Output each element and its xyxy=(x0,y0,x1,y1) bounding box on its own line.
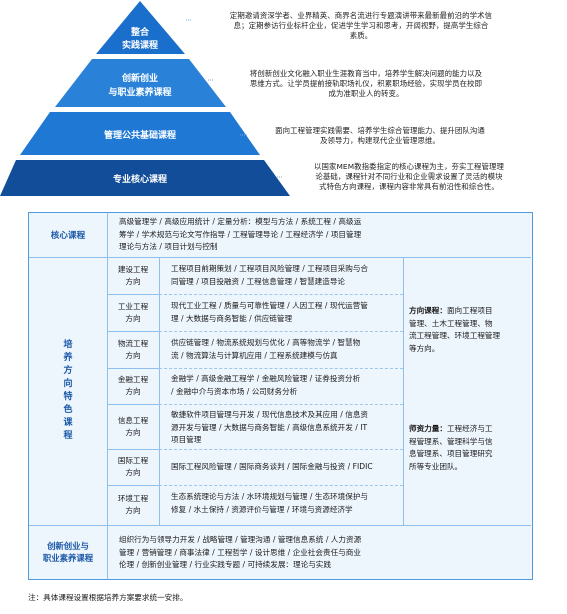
row-divider xyxy=(159,331,403,332)
direction-environmental: 环境工程方向 xyxy=(117,494,149,515)
tier-2-description: 将创新创业文化融入职业生涯教育当中，培养学生解决问题的能力以及 思维方式。让学员… xyxy=(249,69,483,98)
grid-line xyxy=(29,257,531,258)
core-courses-list: 高级管理学 / 高级应用统计 / 定量分析：模型与方法 / 系统工程 / 高级运… xyxy=(119,217,362,251)
grid-line xyxy=(107,449,159,450)
row-divider xyxy=(159,294,403,295)
direction-logistics-courses: 供应链管理 / 物流系统规划与优化 / 高等物流学 / 智慧物 流 / 物流算法… xyxy=(171,338,361,360)
tier-1-label-line-2: 实践课程 xyxy=(122,39,158,51)
direction-environmental-courses: 生态系统理论与方法 / 水环境规划与管理 / 生态环境保护与 修复 / 水土保持… xyxy=(171,492,369,514)
grid-line xyxy=(107,213,108,579)
row-divider xyxy=(159,449,403,450)
direction-information: 信息工程方向 xyxy=(117,415,149,437)
faculty-note: 师资力量：工程经济与工 程管理系、管理科学与信 息管理系、项目管理研究 所等专业… xyxy=(409,424,493,471)
pyramid-tier-1 xyxy=(96,1,185,54)
grid-line xyxy=(107,404,159,405)
direction-courses-note-label: 方向课程： xyxy=(409,306,447,315)
tier-4-description: 以国家MEM教指委指定的核心课程为主，夯实工程管理理 论基础，课程针对不同行业和… xyxy=(313,162,504,191)
tier-2-label-line-2: 与职业素养课程 xyxy=(108,86,171,98)
faculty-note-label: 师资力量： xyxy=(409,424,447,433)
direction-industrial: 工业工程方向 xyxy=(117,301,149,323)
direction-construction-courses: 工程项目前期策划 / 工程项目风险管理 / 工程项目采购与合 同管理 / 项目投… xyxy=(171,264,369,286)
grid-line xyxy=(159,257,160,525)
curriculum-pyramid: 整合 实践课程 创新创业 与职业素养课程 管理公共基础课程 专业核心课程 xyxy=(0,1,290,196)
curriculum-table: 核心课程 高级管理学 / 高级应用统计 / 定量分析：模型与方法 / 系统工程 … xyxy=(28,212,533,580)
row-divider xyxy=(159,485,403,486)
footnote: 注：具体课程设置根据培养方案要求统一安排。 xyxy=(28,593,188,602)
grid-line xyxy=(107,294,159,295)
tier-4-label: 专业核心课程 xyxy=(113,173,167,185)
grid-line xyxy=(107,368,159,369)
tier-1-description: 定期邀请资深学者、业界精英、商界名流进行专题演讲带来最新最前沿的学术信 息；定期… xyxy=(229,11,493,40)
core-courses-title: 核心课程 xyxy=(50,231,86,241)
direction-construction: 建设工程方向 xyxy=(117,264,149,286)
row-divider xyxy=(159,368,403,369)
tier-3-description: 面向工程管理实践需要、培养学生综合管理能力、提升团队沟通 及领导力，构建现代企业… xyxy=(275,126,485,145)
direction-industrial-courses: 现代工业工程 / 质量与可靠性管理 / 人因工程 / 现代运营管 理 / 大数据… xyxy=(171,301,368,323)
career-courses-title: 创新创业与 职业素养课程 xyxy=(42,541,94,563)
grid-line xyxy=(403,257,404,525)
grid-line xyxy=(107,331,159,332)
tier-1-label-line-1: 整合 xyxy=(130,26,150,38)
pyramid-tier-4 xyxy=(0,160,290,196)
pyramid-tier-2 xyxy=(55,59,226,107)
direction-finance: 金融工程方向 xyxy=(117,375,149,396)
direction-international-courses: 国际工程风险管理 / 国际商务谈判 / 国际金融与投资 / FIDIC xyxy=(171,462,373,471)
career-courses-list: 组织行为与领导力开发 / 战略管理 / 管理沟通 / 管理信息系统 / 人力资源… xyxy=(119,535,362,569)
grid-line xyxy=(107,485,159,486)
tier-2-label-line-1: 创新创业 xyxy=(121,72,158,84)
grid-line xyxy=(29,525,531,526)
direction-logistics: 物流工程方向 xyxy=(117,338,149,360)
special-courses-title: 培 养 方 向 特 色 课 程 xyxy=(63,340,73,441)
direction-international: 国际工程方向 xyxy=(117,456,149,477)
pyramid-tier-3 xyxy=(20,112,260,155)
direction-finance-courses: 金融学 / 高级金融工程学 / 金融风险管理 / 证券投资分析 / 金融中介与资… xyxy=(171,374,361,396)
direction-courses-note: 方向课程：面向工程项目 管理、土木工程管理、物 流工程管理、环境工程管理 等方向… xyxy=(409,306,501,353)
tier-3-label: 管理公共基础课程 xyxy=(104,129,176,141)
direction-information-courses: 敏捷软件项目管理与开发 / 现代信息技术及其应用 / 信息资 源开发与管理 / … xyxy=(171,410,369,444)
row-divider xyxy=(159,404,403,405)
